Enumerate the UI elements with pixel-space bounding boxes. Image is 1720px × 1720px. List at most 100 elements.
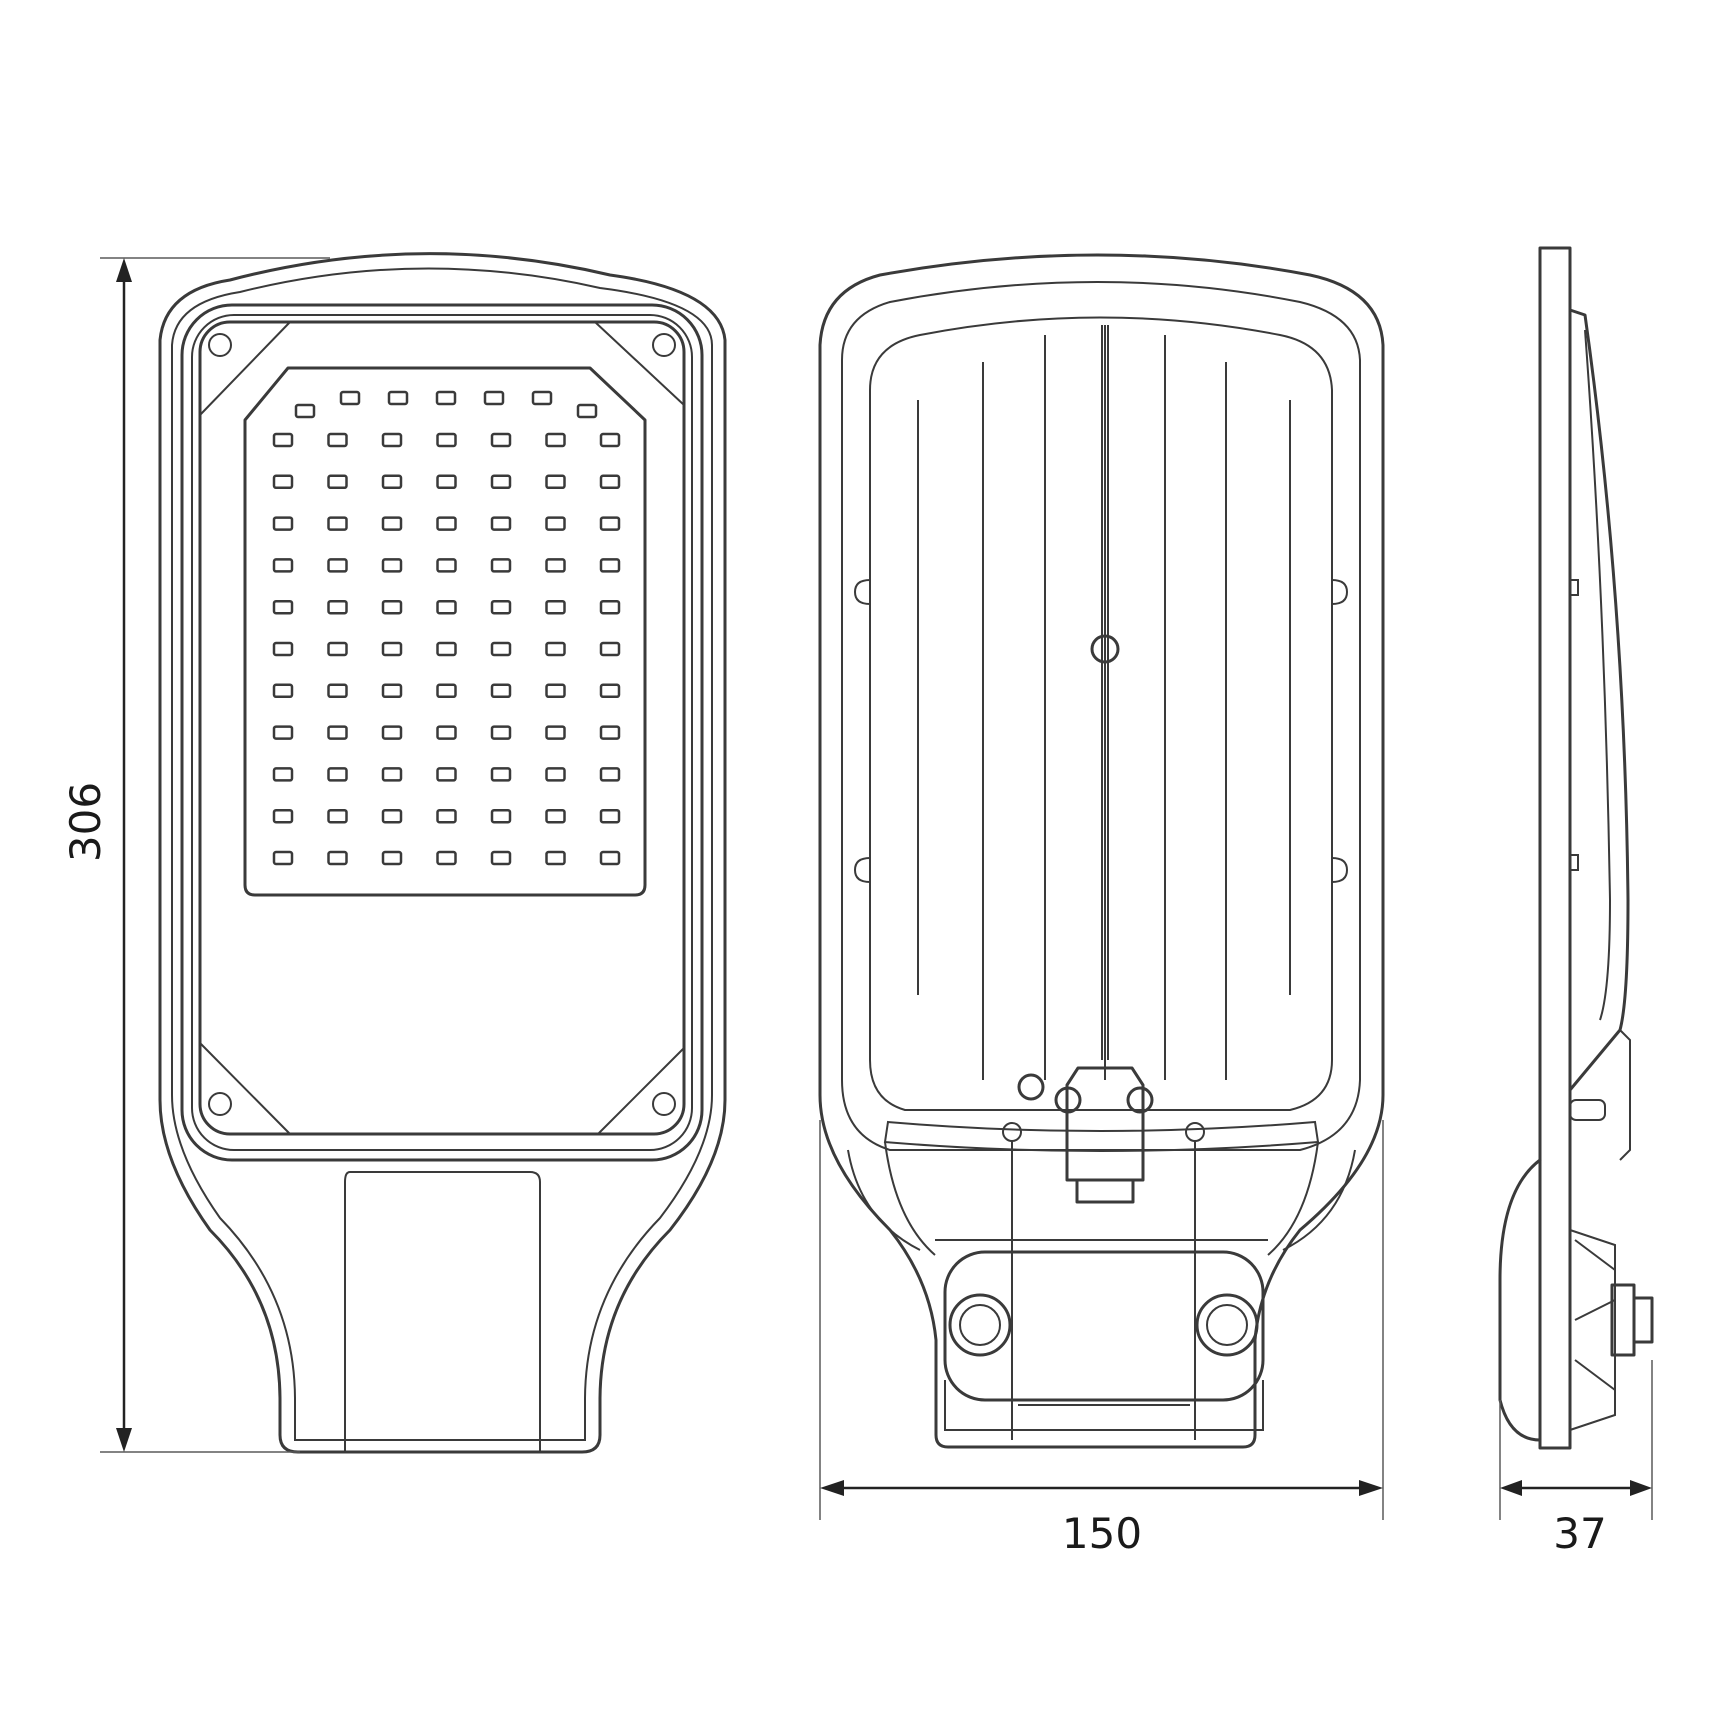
led-chip (599, 808, 621, 824)
corner-bracket-bl (199, 1042, 291, 1135)
led-chip (490, 808, 512, 824)
led-chip (272, 516, 294, 531)
led-chip (436, 641, 457, 657)
led-chip (545, 808, 566, 824)
front-housing-inner-outline (171, 267, 713, 1441)
led-chip (490, 683, 512, 699)
led-chip (436, 474, 457, 490)
corner-bracket-tl (199, 321, 291, 416)
led-chip (327, 599, 348, 615)
led-chip (272, 725, 294, 740)
led-chip (436, 767, 457, 782)
corner-bracket-br (597, 1047, 685, 1135)
back-view (818, 253, 1385, 1449)
led-chip (599, 516, 621, 531)
led-chip (599, 767, 621, 782)
led-chip (545, 432, 566, 448)
led-chip (381, 683, 403, 699)
led-chip (545, 641, 566, 657)
center-rivet (1090, 634, 1120, 664)
side-housing-bulge (1498, 1158, 1542, 1442)
led-chip (381, 725, 403, 740)
led-chip (327, 558, 348, 573)
led-chip (545, 767, 566, 782)
led-chip (490, 641, 512, 657)
led-chip (272, 432, 294, 448)
led-board (243, 366, 647, 897)
led-chip (381, 516, 403, 531)
led-chip (490, 558, 512, 573)
led-chip (599, 683, 621, 699)
led-chip (436, 516, 457, 531)
led-chip (294, 403, 316, 419)
side-lens-profile (1568, 308, 1630, 1092)
led-chip (272, 474, 294, 490)
led-chip (545, 558, 566, 573)
led-chip (327, 850, 348, 866)
corner-bracket-tr (594, 321, 685, 406)
screw-tl (208, 333, 232, 357)
side-view (1498, 246, 1654, 1450)
led-chip (381, 558, 403, 573)
width-dimension: 150 (819, 1120, 1384, 1558)
led-chip (490, 599, 512, 615)
led-chip (483, 390, 505, 406)
led-chip (272, 808, 294, 824)
height-dimension: 306 (61, 257, 330, 1453)
led-chip (436, 558, 457, 573)
mounting-clamp (943, 1250, 1265, 1402)
led-chip (599, 850, 621, 866)
led-chip (272, 558, 294, 573)
led-chip (272, 599, 294, 615)
led-chip (599, 725, 621, 740)
led-chip (490, 516, 512, 531)
led-chip (599, 474, 621, 490)
led-chip (381, 599, 403, 615)
led-chip (327, 432, 348, 448)
led-chip (339, 390, 361, 406)
led-chip (545, 516, 566, 531)
led-chip (381, 850, 403, 866)
led-chip (381, 432, 403, 448)
cable-gland (1065, 1066, 1145, 1182)
led-chip (327, 516, 348, 531)
led-chip (327, 683, 348, 699)
led-chip (490, 725, 512, 740)
back-housing-outline (818, 253, 1385, 1449)
led-chip (381, 767, 403, 782)
height-label: 306 (61, 782, 110, 862)
led-chip (436, 808, 457, 824)
led-chip (387, 390, 409, 406)
back-housing-inner (841, 281, 1361, 1151)
led-chip (272, 767, 294, 782)
led-chip (545, 725, 566, 740)
led-chip (599, 432, 621, 448)
led-chip (272, 683, 294, 699)
front-neck-panel (344, 1171, 541, 1453)
led-chip (599, 558, 621, 573)
front-lens-frame-outer (180, 303, 704, 1162)
led-chip (327, 474, 348, 490)
led-chip (490, 767, 512, 782)
back-heatsink-plate (869, 316, 1333, 1111)
led-chip (436, 725, 457, 740)
screw-br (652, 1092, 676, 1116)
led-chip (327, 641, 348, 657)
led-chip (490, 432, 512, 448)
led-chip (272, 641, 294, 657)
led-chip (490, 850, 512, 866)
led-chip (545, 474, 566, 490)
screw-tr (652, 333, 676, 357)
led-chip (599, 641, 621, 657)
led-chip (327, 725, 348, 740)
led-chip (599, 599, 621, 615)
front-view (158, 252, 727, 1454)
led-chip (436, 432, 457, 448)
led-chip (435, 390, 457, 406)
front-lens-frame-inner (191, 314, 693, 1151)
width-label: 150 (1062, 1509, 1142, 1558)
led-chip (436, 599, 457, 615)
led-chip (381, 474, 403, 490)
led-grid (272, 390, 621, 866)
led-chip (531, 390, 553, 406)
